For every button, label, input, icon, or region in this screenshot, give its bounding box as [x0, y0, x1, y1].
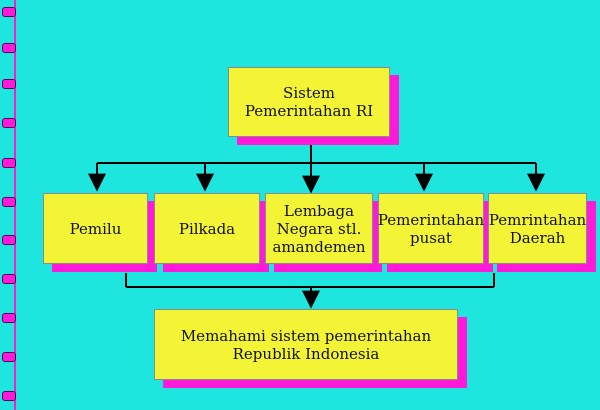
spiral-binding — [0, 0, 22, 410]
top-box: Sistem Pemerintahan RI — [228, 67, 390, 137]
box-pemilu: Pemilu — [43, 193, 148, 264]
box-lembaga-negara: Lembaga Negara stl. amandemen — [265, 193, 373, 264]
binding-ring — [2, 313, 16, 323]
box-pilkada: Pilkada — [154, 193, 260, 264]
bottom-box: Memahami sistem pemerintahan Republik In… — [154, 309, 458, 380]
binding-ring — [2, 158, 16, 168]
binding-ring — [2, 274, 16, 284]
box-pemerintahan-daerah: Pemrintahan Daerah — [488, 193, 587, 264]
binding-ring — [2, 118, 16, 128]
binding-ring — [2, 7, 16, 17]
box-pemerintahan-pusat: Pemerintahan pusat — [378, 193, 484, 264]
binding-ring — [2, 235, 16, 245]
binding-ring — [2, 79, 16, 89]
binding-ring — [2, 197, 16, 207]
binding-ring — [2, 391, 16, 401]
binding-ring — [2, 352, 16, 362]
binding-ring — [2, 43, 16, 53]
